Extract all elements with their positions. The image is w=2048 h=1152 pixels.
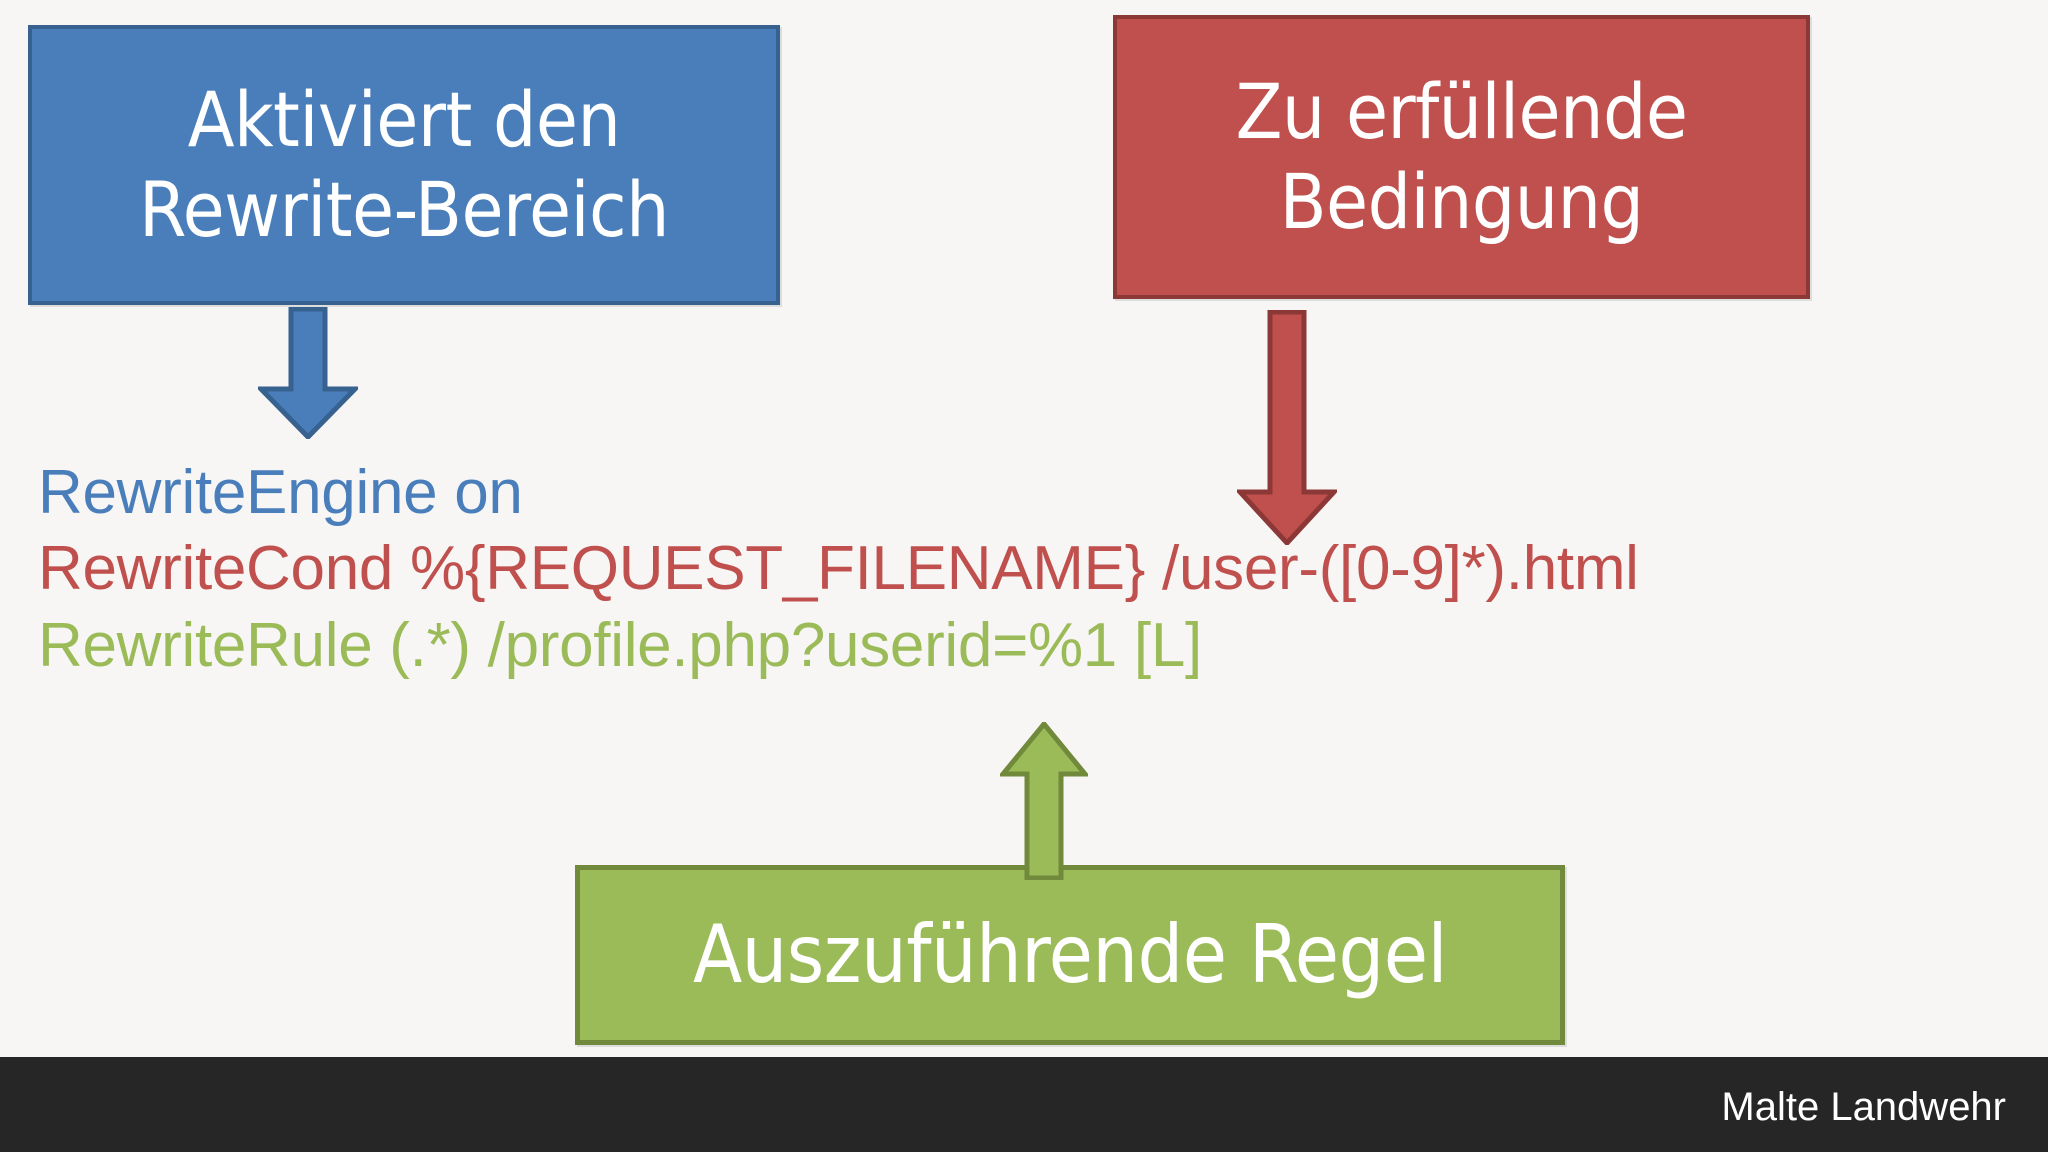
- callout-rule-to-execute: Auszuführende Regel: [575, 865, 1565, 1045]
- code-line-rewrite-rule: RewriteRule (.*) /profile.php?userid=%1 …: [38, 610, 1202, 680]
- callout-green-line-1: Auszuführende Regel: [692, 907, 1448, 1001]
- callout-blue-line-1: Aktiviert den: [187, 75, 621, 165]
- green-up-arrow-icon: [1000, 722, 1088, 880]
- red-down-arrow-icon: [1237, 310, 1337, 545]
- callout-red-line-2: Bedingung: [1279, 157, 1644, 246]
- code-line-rewrite-engine: RewriteEngine on: [38, 458, 523, 527]
- callout-red-line-1: Zu erfüllende: [1235, 67, 1688, 157]
- footer-author-name: Malte Landwehr: [1721, 1085, 2006, 1129]
- blue-down-arrow-icon: [258, 307, 358, 439]
- callout-blue-line-2: Rewrite-Bereich: [139, 165, 669, 254]
- code-line-rewrite-cond: RewriteCond %{REQUEST_FILENAME} /user-([…: [38, 534, 1639, 604]
- footer-bar: [0, 1057, 2048, 1152]
- callout-activates-rewrite-section: Aktiviert den Rewrite-Bereich: [28, 25, 780, 305]
- callout-condition-to-fulfill: Zu erfüllende Bedingung: [1113, 15, 1810, 299]
- apache-rewrite-code-block: RewriteEngine on RewriteCond %{REQUEST_F…: [38, 455, 1998, 684]
